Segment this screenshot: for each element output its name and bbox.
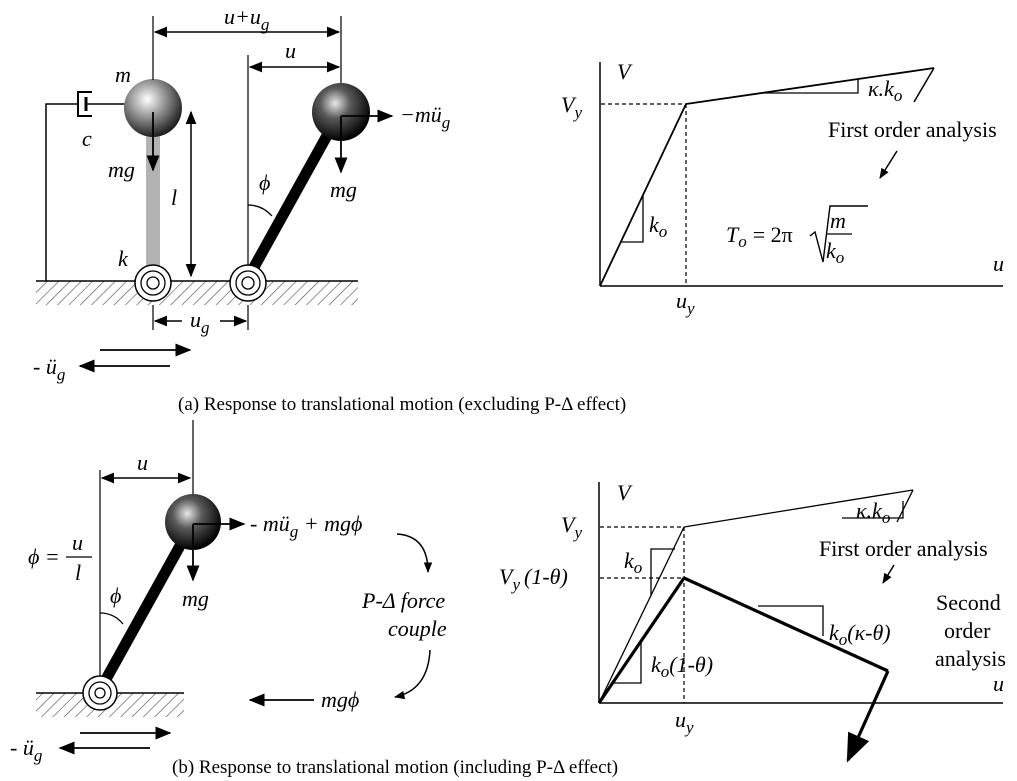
label-ko-b: ko bbox=[624, 548, 642, 577]
label-u-plus-ug: u+ug bbox=[224, 4, 269, 34]
label-l: l bbox=[171, 185, 177, 210]
label-V: V bbox=[617, 59, 633, 84]
right-mass-ball bbox=[312, 83, 370, 141]
tilted-column-b bbox=[95, 523, 196, 693]
label-u-top: u bbox=[285, 38, 296, 63]
label-phi-eq: ϕ = bbox=[28, 544, 60, 569]
label-phi-b: ϕ bbox=[110, 583, 121, 608]
part-b-chart: V Vy Vy(1-θ) u uy κ.ko ko First order an… bbox=[499, 480, 1006, 763]
ground-hatch bbox=[36, 281, 358, 305]
label-Vy-theta: Vy(1-θ) bbox=[499, 564, 568, 594]
label-k: k bbox=[118, 246, 129, 271]
caption-b: (b) Response to translational motion (in… bbox=[172, 757, 618, 778]
label-phi-num: u bbox=[72, 530, 83, 555]
label-ug: ug bbox=[190, 307, 210, 337]
label-ko-kappa-theta: ko(κ-θ) bbox=[829, 620, 891, 649]
label-uy: uy bbox=[676, 288, 695, 318]
label-Vy: Vy bbox=[561, 92, 582, 122]
part-b-pendulum: u ϕ = u l ϕ mg - müg + mgϕ P-Δ force cou… bbox=[10, 420, 447, 765]
label-mg-right: mg bbox=[330, 177, 357, 202]
right-spring-icon bbox=[229, 264, 267, 302]
label-V-b: V bbox=[617, 480, 633, 505]
label-phi-den: l bbox=[75, 560, 81, 585]
caption-a: (a) Response to translational motion (ex… bbox=[178, 394, 626, 415]
label-m: m bbox=[115, 62, 131, 87]
dashpot-line bbox=[45, 103, 78, 281]
first-order-elastic bbox=[598, 526, 685, 704]
label-c: c bbox=[82, 126, 92, 151]
label-mgphi: mgϕ bbox=[321, 687, 359, 712]
hardening-branch bbox=[685, 67, 935, 105]
period-formula: To= 2π m ko bbox=[726, 205, 868, 267]
label-ground-acc-b: - üg bbox=[10, 735, 42, 765]
label-phi: ϕ bbox=[259, 170, 270, 195]
label-ground-acc: - üg bbox=[33, 354, 65, 384]
label-mg-b: mg bbox=[182, 586, 209, 611]
svg-text:m: m bbox=[830, 208, 846, 233]
dashpot-cup bbox=[77, 91, 92, 117]
svg-text:ko: ko bbox=[826, 238, 844, 267]
tilted-column bbox=[243, 111, 344, 281]
spring-icon-b bbox=[82, 675, 118, 711]
label-kappa-ko-b: κ.ko bbox=[856, 498, 890, 527]
label-mg-left: mg bbox=[108, 157, 135, 182]
first-order-hardening bbox=[683, 489, 914, 528]
label-u-axis: u bbox=[993, 251, 1004, 276]
label-pdelta-1: P-Δ force bbox=[361, 588, 445, 613]
second-order-softening bbox=[683, 576, 889, 673]
label-u-axis-b: u bbox=[993, 671, 1004, 696]
label-force-b: - müg + mgϕ bbox=[250, 511, 362, 541]
label-Vy-b: Vy bbox=[561, 512, 582, 542]
mass-ball-b bbox=[165, 494, 221, 550]
left-mass-ball bbox=[124, 79, 182, 137]
label-ko-1-theta: ko(1-θ) bbox=[651, 652, 713, 681]
label-second-1: Second bbox=[936, 590, 1001, 615]
svg-text:To= 2π: To= 2π bbox=[726, 222, 793, 251]
label-u-b: u bbox=[137, 450, 148, 475]
label-pdelta-2: couple bbox=[388, 616, 447, 641]
left-spring-icon bbox=[134, 264, 172, 302]
part-a-pendulum: u+ug u m c mg l k ϕ mg −müg ug - üg bbox=[33, 4, 450, 384]
label-ko: ko bbox=[649, 212, 667, 241]
label-second-3: analysis bbox=[935, 646, 1006, 671]
label-first-order-b: First order analysis bbox=[819, 536, 988, 561]
part-a-chart: V Vy u uy κ.ko ko First order analysis T… bbox=[561, 59, 1004, 318]
left-column bbox=[146, 110, 160, 280]
label-kappa-ko: κ.ko bbox=[868, 76, 902, 105]
label-second-2: order bbox=[944, 618, 991, 643]
label-inertia-force: −müg bbox=[400, 102, 450, 132]
label-uy-b: uy bbox=[675, 707, 694, 737]
label-first-order: First order analysis bbox=[828, 117, 997, 142]
